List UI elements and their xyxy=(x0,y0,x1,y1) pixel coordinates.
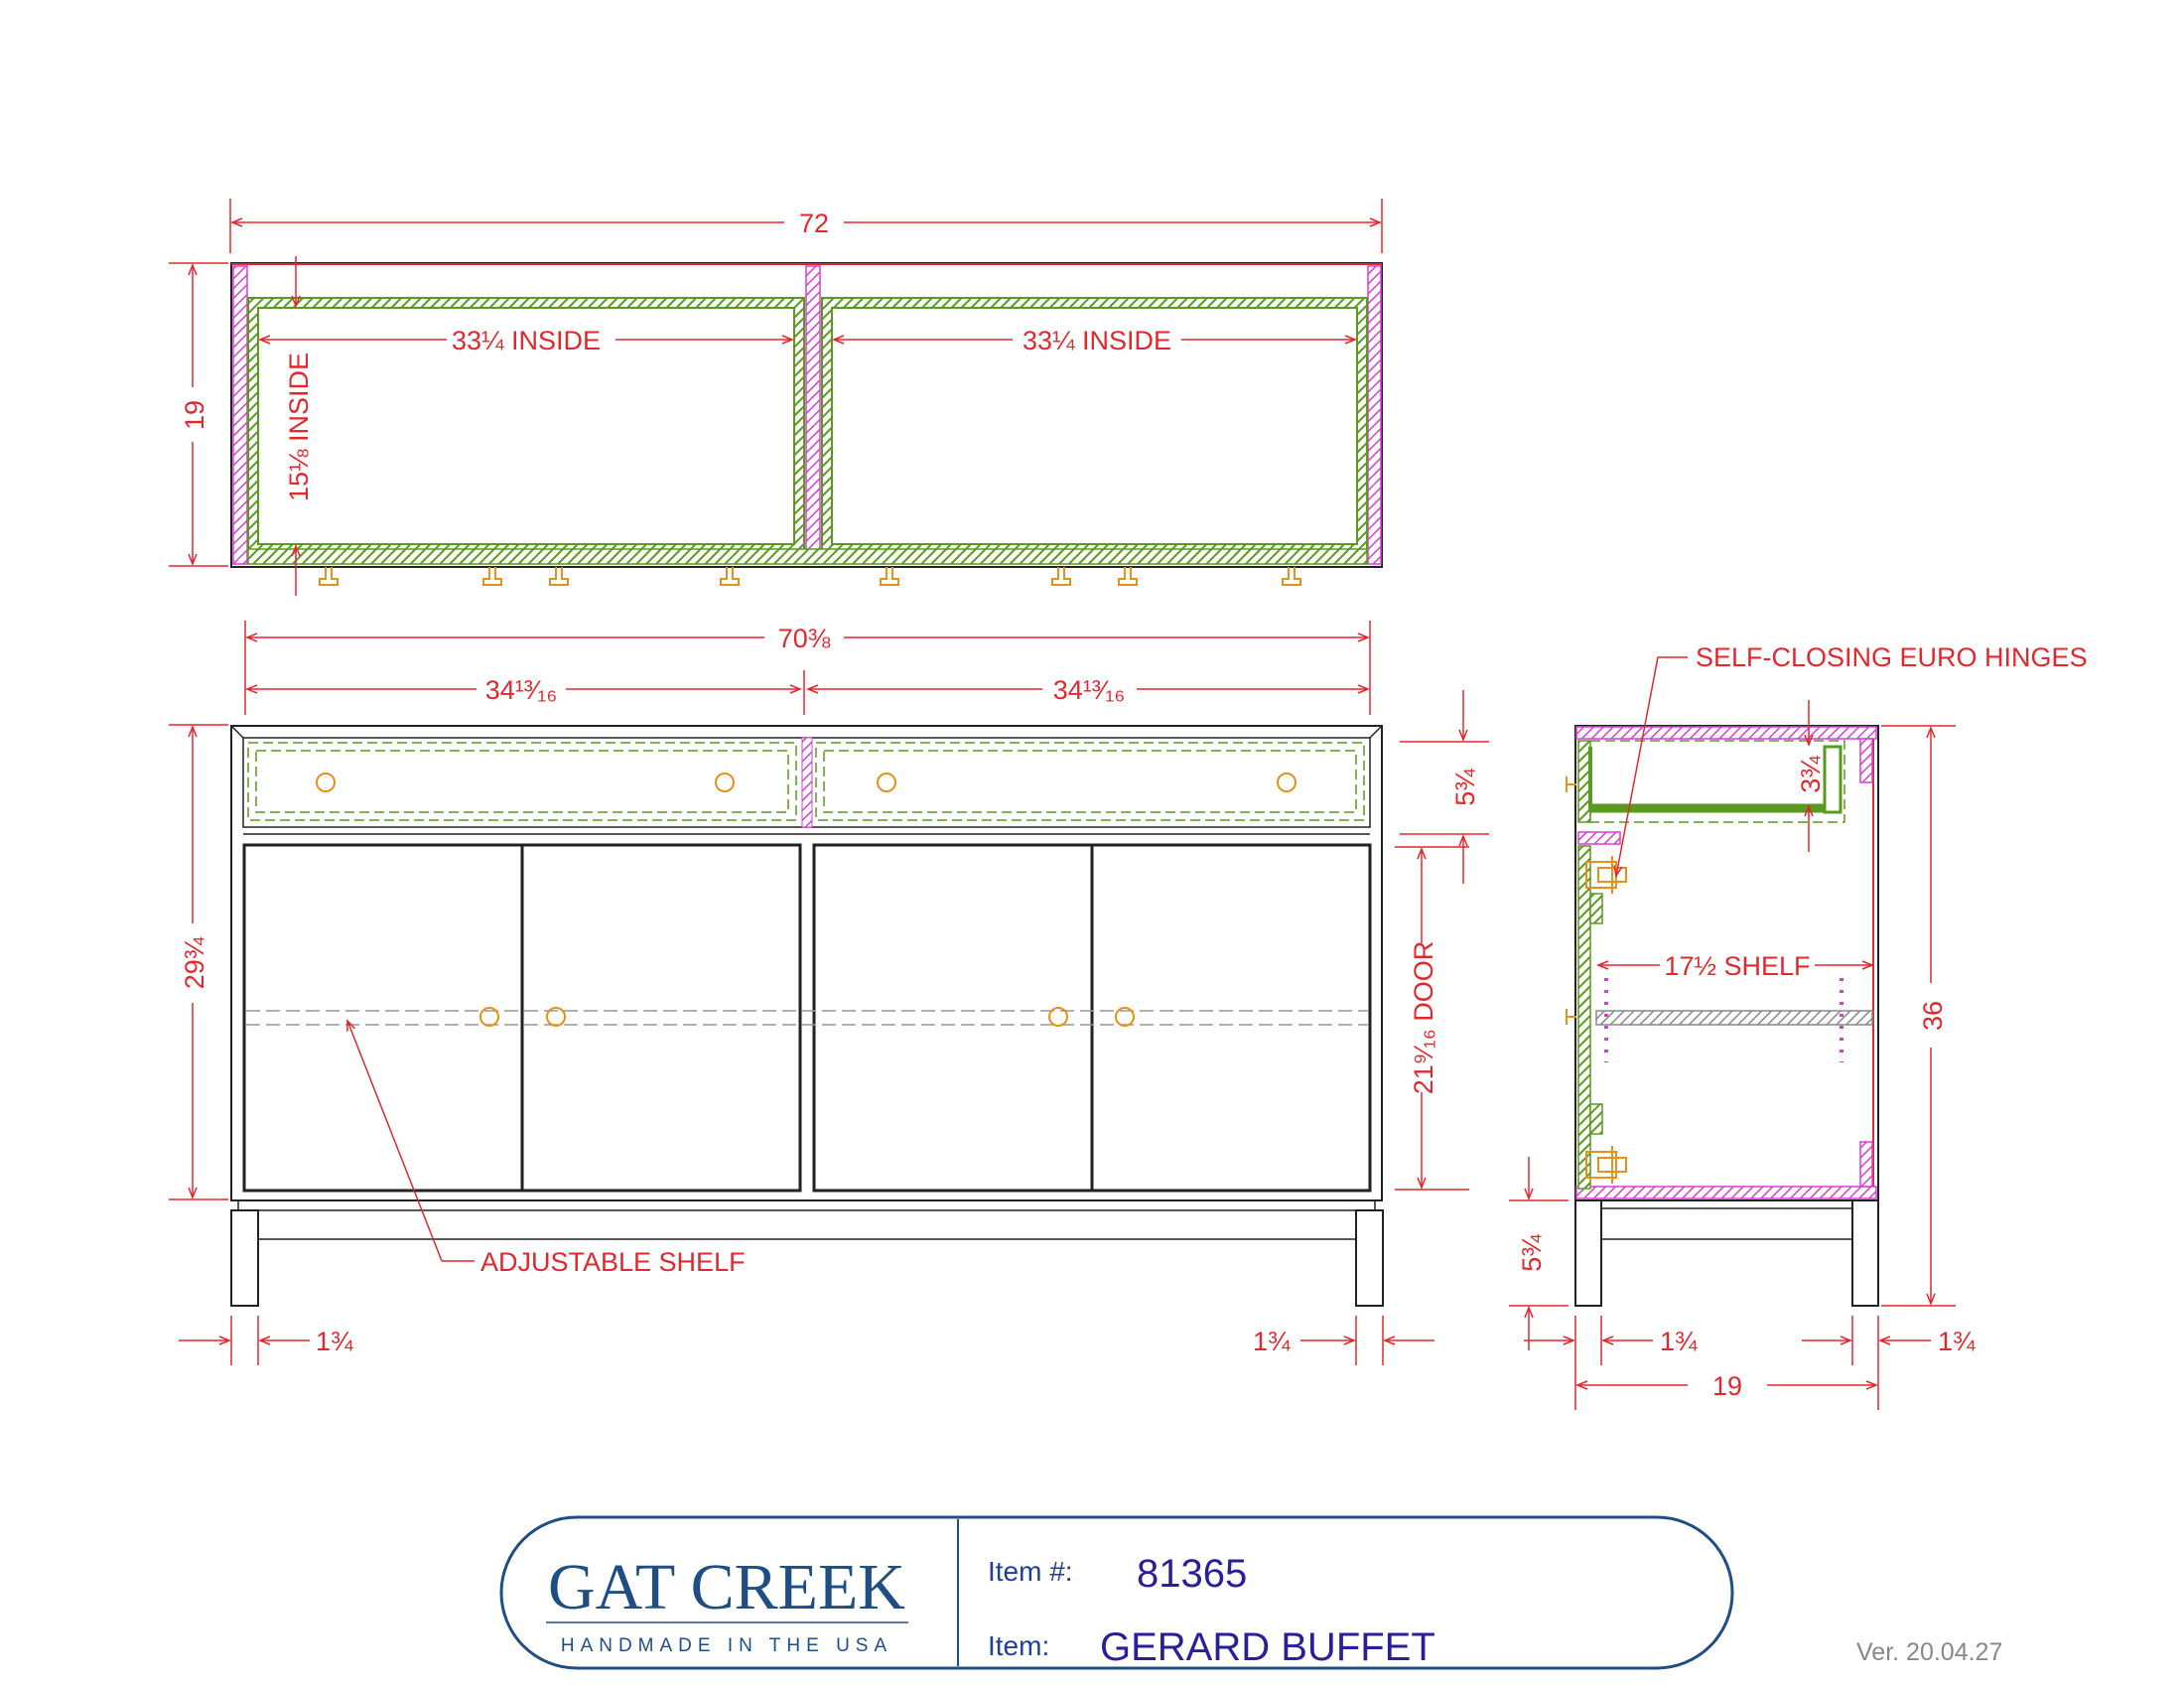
drawer-pull xyxy=(316,773,336,792)
dim-overall-width: 72 xyxy=(799,209,829,238)
door-pull xyxy=(1048,1007,1068,1027)
dim-case-width: 70⅜ xyxy=(778,624,831,653)
door xyxy=(520,843,802,1193)
item-number: 81365 xyxy=(1137,1552,1247,1596)
dim-door-height: 21⁹⁄₁₆ DOOR xyxy=(1409,941,1438,1095)
leg xyxy=(1851,1199,1879,1307)
item-name: GERARD BUFFET xyxy=(1100,1625,1435,1669)
leg xyxy=(230,1209,259,1307)
side-view: SELF-CLOSING EURO HINGES 3¾ 17½ SHELF 36… xyxy=(1509,642,2088,1410)
dim-inside-depth: 15⅛ INSIDE xyxy=(284,352,314,501)
title-block: GAT CREEK HANDMADE IN THE USA Item #: 81… xyxy=(499,1515,1734,1670)
euro-hinge xyxy=(1585,1146,1627,1184)
callout-euro-hinges: SELF-CLOSING EURO HINGES xyxy=(1696,642,2088,672)
dim-drawer-left: 34¹³⁄₁₆ xyxy=(485,675,558,705)
door-pull xyxy=(479,1007,499,1027)
dim-shelf-depth: 17½ SHELF xyxy=(1664,951,1810,981)
door-pull xyxy=(546,1007,566,1027)
dim-side-leg-right: 1¾ xyxy=(1938,1327,1976,1356)
drawer-pull xyxy=(877,773,896,792)
hinge-plates xyxy=(319,567,1301,586)
dim-drawer-inside: 3¾ xyxy=(1796,756,1826,793)
euro-hinge xyxy=(1585,856,1627,894)
dim-inside-right: 33¼ INSIDE xyxy=(1023,326,1171,355)
side-drawer-pull xyxy=(1566,776,1576,792)
dim-side-depth: 19 xyxy=(1712,1371,1742,1401)
dim-drawer-right: 34¹³⁄₁₆ xyxy=(1053,675,1126,705)
leg xyxy=(1355,1209,1384,1307)
callout-adjustable-shelf: ADJUSTABLE SHELF xyxy=(480,1247,746,1277)
drawer-pull xyxy=(715,773,735,792)
drawer-pull xyxy=(1277,773,1297,792)
dim-leg-right: 1¾ xyxy=(1253,1327,1291,1356)
dim-overall-height: 36 xyxy=(1918,1001,1948,1031)
item-number-label: Item #: xyxy=(988,1556,1073,1587)
dim-top-depth: 19 xyxy=(180,400,209,430)
door-pull xyxy=(1115,1007,1135,1027)
dim-side-leg-left: 1¾ xyxy=(1660,1327,1698,1356)
version-label: Ver. 20.04.27 xyxy=(1856,1638,2002,1666)
dim-inside-left: 33¼ INSIDE xyxy=(452,326,601,355)
dim-case-height: 29¾ xyxy=(180,936,209,989)
dim-leg-left: 1¾ xyxy=(316,1327,353,1356)
side-door-pull xyxy=(1566,1009,1576,1025)
top-view: 72 19 33¼ INSIDE 33¼ INSIDE 15⅛ INSIDE xyxy=(169,199,1383,596)
dim-base-height: 5¾ xyxy=(1517,1234,1547,1272)
dim-drawer-height: 5¾ xyxy=(1450,769,1480,806)
brand-logo: GAT CREEK xyxy=(548,1551,905,1623)
brand-tagline: HANDMADE IN THE USA xyxy=(561,1635,892,1656)
door xyxy=(1090,843,1372,1193)
item-label: Item: xyxy=(988,1630,1049,1661)
front-view: 70⅜ 34¹³⁄₁₆ 34¹³⁄₁₆ 29¾ xyxy=(169,621,1489,1365)
leg xyxy=(1574,1199,1602,1307)
